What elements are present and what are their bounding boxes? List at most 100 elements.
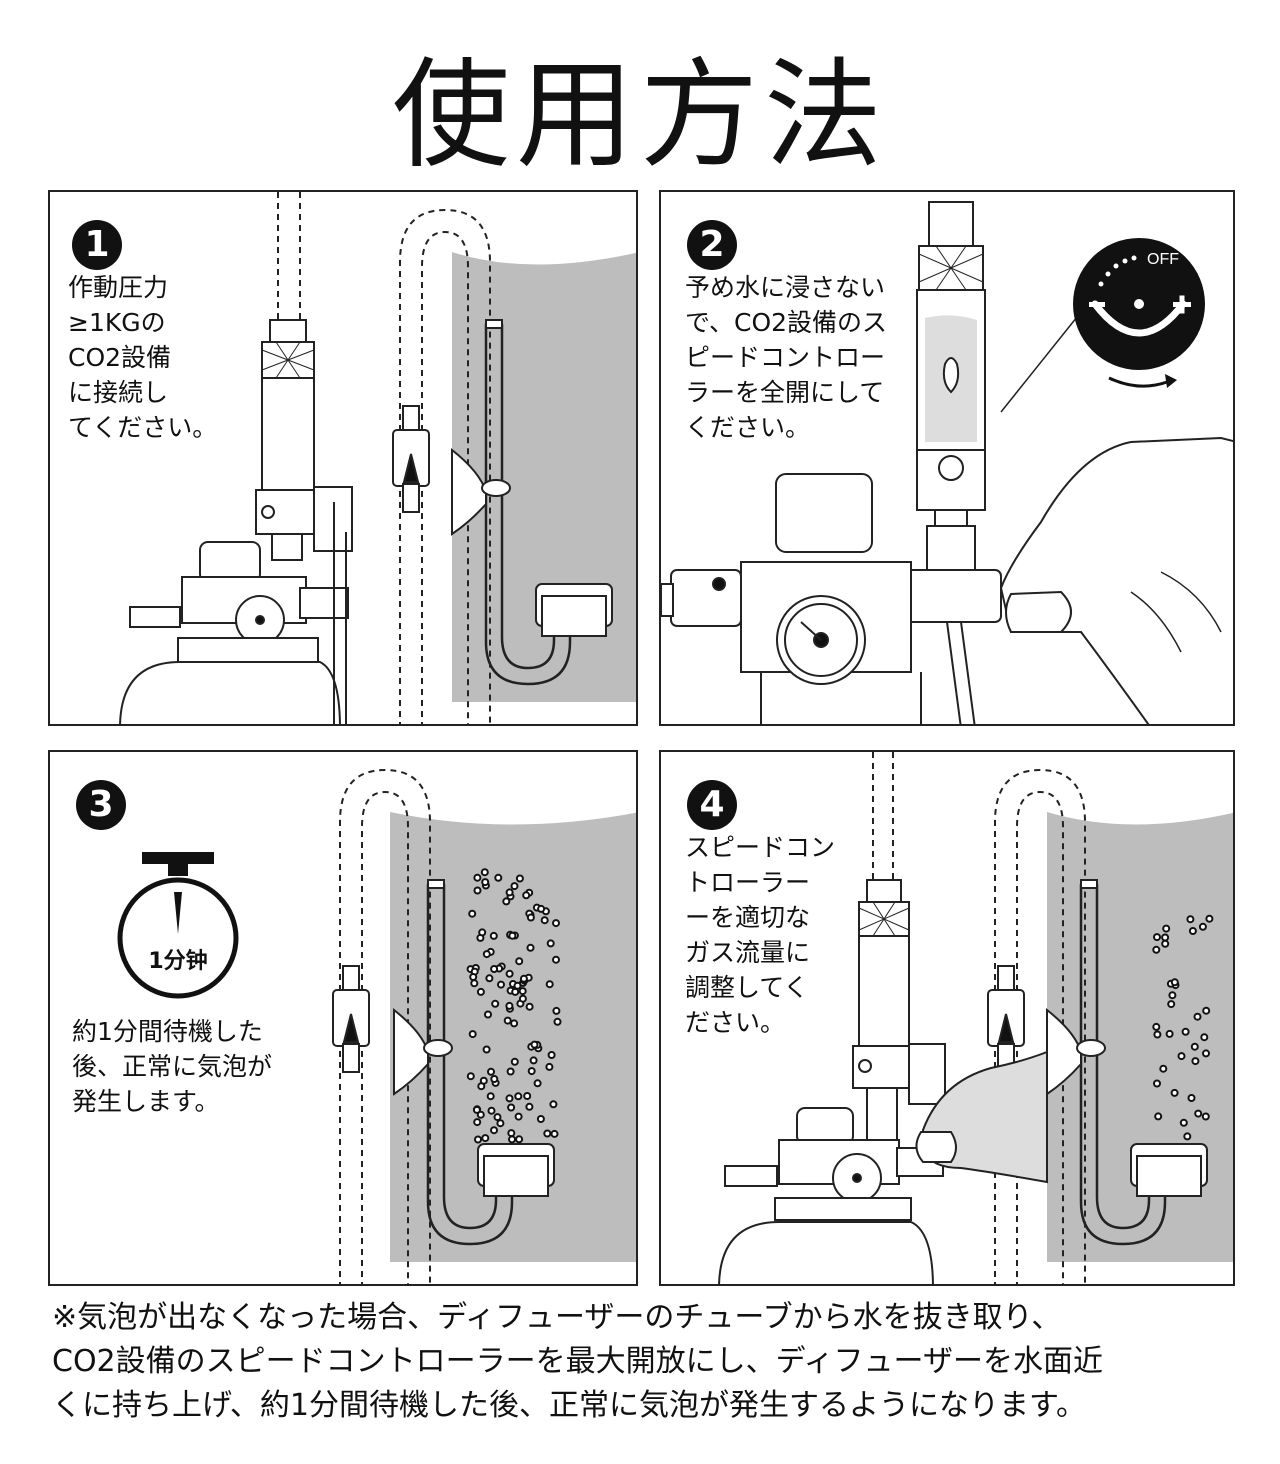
bubble [478,928,487,937]
bubble [510,882,519,891]
bubble [497,980,505,989]
bubble [1205,914,1214,923]
step-3-illustration: 1分钟 [117,768,636,1284]
bubble [552,1006,561,1015]
bubble [545,1062,554,1071]
step-2-panel: OFF 2 予め水に浸さない で、CO2設備のス ピードコントロー ラーを全開に… [659,190,1235,726]
bubble [507,1103,516,1112]
bubble [477,1082,486,1091]
bubble [489,931,498,940]
bubble [1152,1022,1161,1031]
bubble [518,987,527,996]
bubble [1153,1079,1161,1088]
bubble [552,919,560,928]
step-number-badge: 2 [687,220,737,270]
bubble [473,873,482,882]
bubble [513,981,522,990]
bubble [522,891,531,900]
bubble [533,1079,542,1088]
bubble [490,1126,498,1135]
bubble [507,1129,516,1138]
bubble [1193,1012,1202,1021]
bubble [1200,1033,1209,1042]
bubble [514,1112,523,1121]
bubble [493,1113,502,1122]
bubble [510,1057,519,1066]
bubble [1198,922,1207,931]
bubble [518,994,527,1003]
bubble [526,943,535,952]
bubble [490,1075,499,1083]
bubble [525,1102,534,1111]
bubble [490,965,499,973]
step-number-badge: 1 [72,220,122,270]
bubble [537,904,546,913]
bubble [508,931,517,940]
bubble [485,974,494,983]
bubble [514,1092,523,1101]
bubble [496,1119,505,1128]
bubble [549,1100,558,1109]
bubble [470,979,479,988]
step-instruction-text: 作動圧力 ≥1KGの CO2設備 に接続し てください。 [68,273,218,442]
bubble [1161,933,1170,942]
bubble [547,1051,556,1059]
bubble [529,1056,538,1065]
bubble [543,1129,552,1138]
bubble [510,1019,519,1028]
bubble [1186,915,1195,924]
page-title: 使用方法 [391,46,888,184]
bubble [468,1030,477,1039]
timer-label: 1分钟 [148,948,207,974]
bubble [1161,939,1170,948]
bubble [505,1001,514,1010]
step-4-panel: 4 スピードコン トローラー ーを適切な ガス流量に 調整してく ださい。 [659,750,1235,1286]
bubble [1202,1049,1210,1058]
bubble [1190,1042,1199,1051]
bubble [1201,1112,1210,1121]
bubble [515,1135,524,1144]
step-number-badge: 4 [687,780,737,830]
bubble [511,987,520,996]
bubble [1154,1112,1163,1121]
step-1-illustration [119,192,636,724]
bubble [482,1045,491,1054]
bubble [1167,1000,1176,1009]
bubble [476,987,485,996]
bubble [1170,978,1179,987]
bubble [530,1040,539,1049]
step-2-illustration: OFF [661,201,1233,724]
step-4-illustration [718,752,1233,1284]
bubble [473,886,482,895]
bubble [494,873,503,882]
bubble [505,969,514,978]
bubble [1177,1052,1186,1061]
bubble [468,909,477,918]
bubble [1152,945,1161,954]
bubble [480,868,489,877]
bubble [506,1067,515,1076]
bubble [1187,1094,1196,1102]
bubble [1162,924,1171,933]
bubble [553,1017,562,1026]
bubble [486,1092,495,1101]
bubble [487,1067,495,1076]
step-3-panel: 1分钟 3 約1分間待機した 後、正常に気泡が 発生します。 [48,750,638,1286]
step-instruction-text: スピードコン トローラー ーを適切な ガス流量に 調整してく ださい。 [685,833,836,1037]
bubble [1194,1109,1203,1118]
bubble [552,955,560,964]
step-instruction-text: 予め水に浸さない で、CO2設備のス ピードコントロー ラーを全開にして くださ… [685,273,888,442]
bubble [476,1110,485,1119]
bubble [525,1002,534,1011]
bubble [1159,1064,1168,1073]
bubble [469,973,478,981]
bubble [466,1072,475,1081]
bubble [1168,991,1177,1000]
bubble [481,878,490,887]
bubble [523,1092,532,1100]
bubble [1179,1118,1188,1127]
bubble [1153,1030,1162,1039]
bubble [481,1134,490,1143]
step-number-badge: 3 [76,780,126,830]
bubble [1153,933,1161,942]
